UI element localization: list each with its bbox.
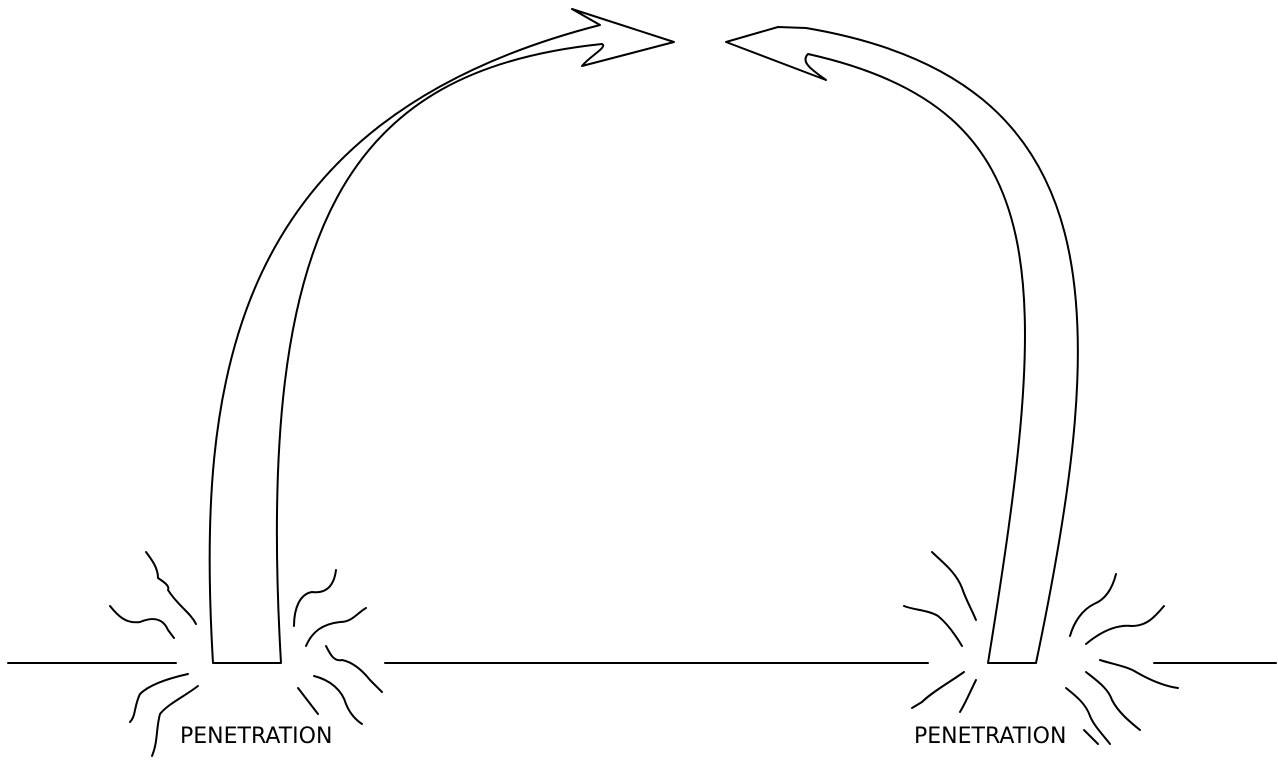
burst-line (1083, 729, 1099, 745)
burst-line (151, 685, 199, 757)
burst-line (931, 551, 977, 621)
burst-line (903, 605, 963, 647)
burst-line (1085, 671, 1141, 731)
burst-line (129, 673, 189, 723)
burst-line (297, 687, 319, 715)
burst-line (293, 569, 337, 627)
right-impact-burst (903, 551, 1179, 745)
left-arc-arrow (208, 8, 675, 664)
right-arc-arrow (725, 26, 1079, 664)
burst-line (313, 675, 363, 725)
burst-line (911, 671, 965, 709)
left-impact-burst (109, 551, 383, 757)
burst-line (305, 607, 367, 647)
burst-line (325, 645, 383, 693)
burst-line (1099, 659, 1179, 689)
penetration-label-right: PENETRATION (914, 724, 1067, 749)
burst-line (145, 551, 197, 625)
burst-line (1069, 573, 1117, 637)
burst-line (959, 679, 977, 713)
burst-line (109, 605, 175, 639)
burst-line (1085, 605, 1165, 645)
burst-line (1065, 687, 1111, 745)
penetration-label-left: PENETRATION (180, 724, 333, 749)
